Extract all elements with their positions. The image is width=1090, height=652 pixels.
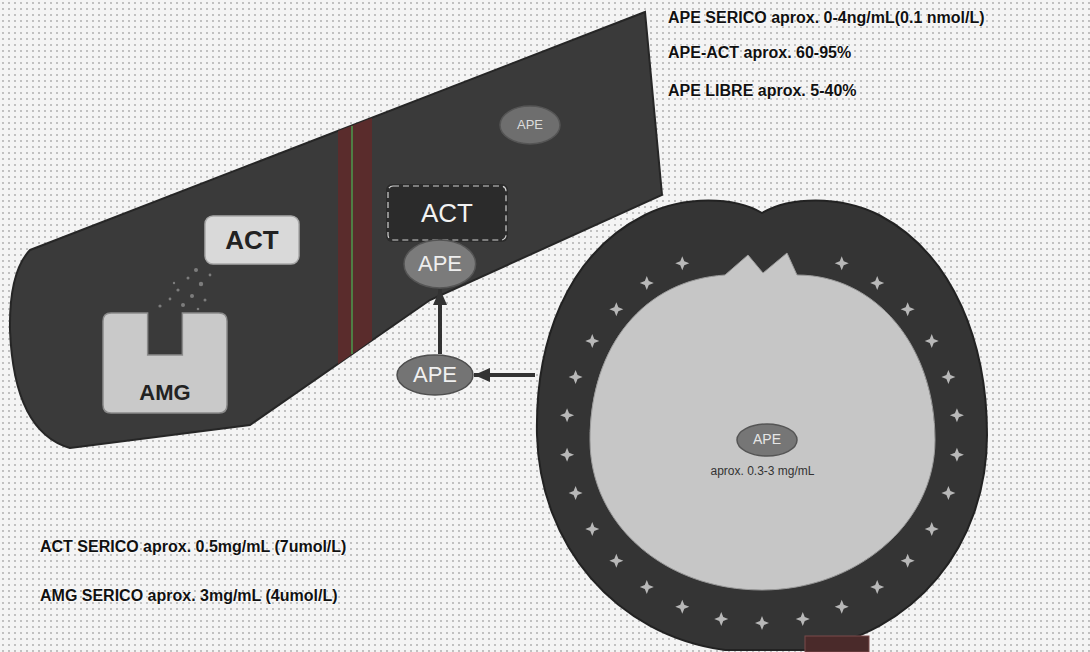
node-label: ACT <box>421 199 473 228</box>
fleck <box>925 522 939 536</box>
node-label: APE <box>753 432 781 447</box>
gland-flecks <box>560 256 964 630</box>
fleck <box>950 448 964 462</box>
oval-outline <box>397 355 473 395</box>
measurement-note: ACT SERICO aprox. 0.5mg/mL (7umol/L) <box>40 537 346 556</box>
node-label: APE <box>413 363 457 387</box>
protein-complex: AMG <box>103 313 227 413</box>
fleck <box>714 612 728 626</box>
secretion-arrow <box>438 289 442 354</box>
complex-box: ACT <box>385 183 509 243</box>
oval-outline <box>737 424 797 456</box>
gland-lumen <box>590 253 935 590</box>
fleck <box>609 302 623 316</box>
fleck <box>901 554 915 568</box>
fleck <box>640 276 654 290</box>
fleck <box>941 370 955 384</box>
fleck <box>675 256 689 270</box>
fleck <box>675 600 689 614</box>
urethra <box>805 636 869 652</box>
fleck <box>870 276 884 290</box>
fleck <box>585 334 599 348</box>
vessel-wall <box>338 118 372 364</box>
antigen-oval: APE <box>736 423 798 457</box>
antigen-oval: APE <box>499 105 561 145</box>
secretion-arrow <box>474 373 535 377</box>
measurement-note: APE-ACT aprox. 60-95% <box>668 43 851 62</box>
antigen-oval: APE <box>396 354 474 396</box>
measurement-note: AMG SERICO aprox. 3mg/mL (4umol/L) <box>40 586 338 605</box>
node-label: APE <box>418 252 462 276</box>
fleck <box>835 256 849 270</box>
node-label: ACT <box>225 226 278 255</box>
box-fill <box>386 184 508 242</box>
node-label: APE <box>517 118 543 132</box>
protein-box: ACT <box>204 215 300 265</box>
fleck <box>870 580 884 594</box>
fleck <box>950 408 964 422</box>
concentration-note: aprox. 0.3-3 mg/mL <box>535 465 990 478</box>
fleck <box>925 334 939 348</box>
complex-outline <box>103 313 227 413</box>
measurement-note: APE LIBRE aprox. 5-40% <box>668 81 857 100</box>
fleck <box>901 302 915 316</box>
oval-outline <box>500 106 560 144</box>
fleck <box>796 612 810 626</box>
dashed-outline <box>388 186 506 240</box>
box-outline <box>205 216 299 264</box>
fleck <box>835 600 849 614</box>
antigen-oval: APE <box>403 239 477 289</box>
speckles <box>158 268 211 310</box>
fleck <box>609 554 623 568</box>
wall-line <box>351 126 353 354</box>
measurement-note: APE SERICO aprox. 0-4ng/mL(0.1 nmol/L) <box>668 8 985 27</box>
fleck <box>569 370 583 384</box>
fleck <box>755 616 769 630</box>
node-label: AMG <box>139 381 190 405</box>
oval-outline <box>404 240 476 288</box>
prostate-gland: aprox. 0.3-3 mg/mL APE <box>535 195 990 652</box>
fleck <box>560 448 574 462</box>
fleck <box>560 408 574 422</box>
fleck <box>585 522 599 536</box>
fleck <box>640 580 654 594</box>
fleck <box>941 486 955 500</box>
fleck <box>569 486 583 500</box>
gland-capsule <box>537 201 987 651</box>
